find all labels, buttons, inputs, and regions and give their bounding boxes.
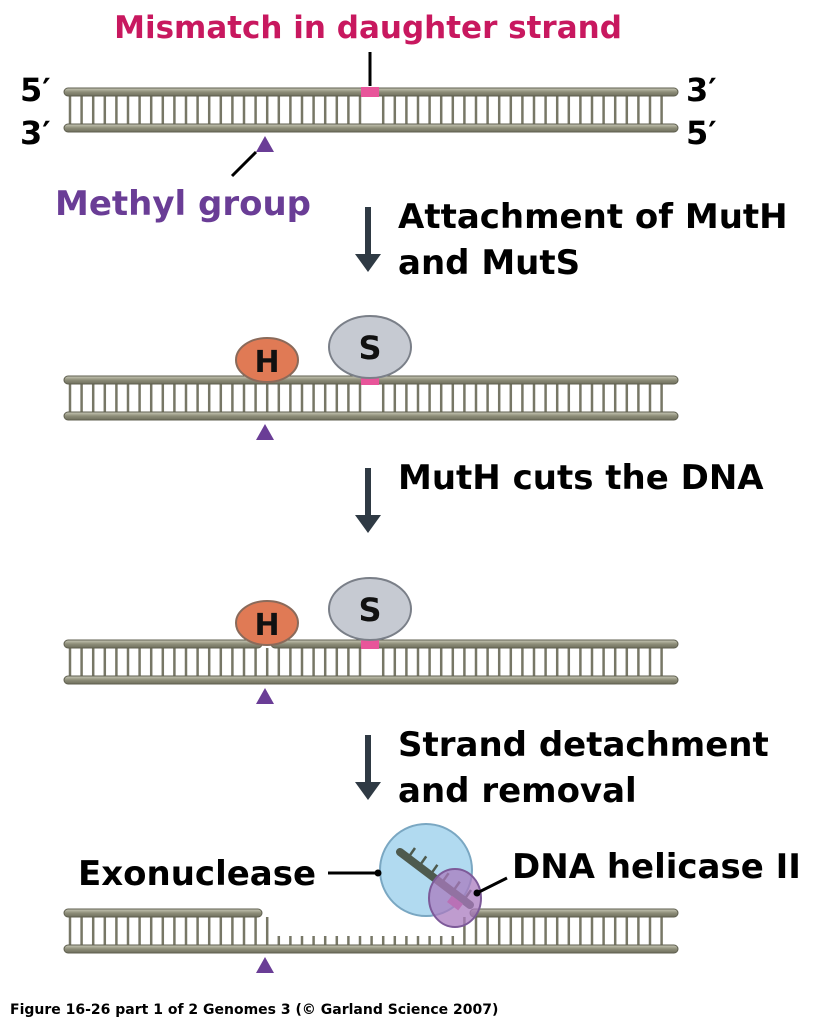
exonuclease-pointer-dot: [374, 869, 382, 877]
methyl-triangle: [256, 957, 274, 973]
dna-duplex-cut: [63, 639, 679, 704]
peeled-base: [418, 855, 428, 868]
muth-protein-cutting: H: [235, 600, 299, 646]
daughter-strand: [469, 908, 679, 918]
step-3-label-line2: and removal: [398, 771, 637, 811]
parent-strand: [63, 123, 679, 133]
daughter-strand: [63, 639, 263, 649]
mismatch-marker: [361, 639, 379, 649]
muts-protein-2: S: [328, 577, 412, 641]
helicase-protein: [428, 868, 482, 928]
mismatch-label: Mismatch in daughter strand: [114, 10, 622, 46]
helicase-pointer: [476, 876, 508, 895]
helicase-label: DNA helicase II: [512, 847, 801, 887]
peeled-base: [429, 864, 439, 876]
peeled-base: [406, 847, 417, 859]
methyl-triangle: [256, 136, 274, 152]
step-1-label-line2: and MutS: [398, 243, 580, 283]
mismatch-marker: [361, 375, 379, 385]
methyl-label: Methyl group: [55, 184, 311, 224]
parent-strand: [63, 411, 679, 421]
methyl-triangle: [256, 688, 274, 704]
exonuclease-label: Exonuclease: [78, 854, 316, 894]
methyl-triangle: [256, 424, 274, 440]
muts-protein: S: [328, 315, 412, 379]
daughter-strand: [63, 908, 263, 918]
helicase-pointer-dot: [473, 889, 481, 897]
step-2-label-line1: MutH cuts the DNA: [398, 458, 764, 498]
muth-protein: H: [235, 337, 299, 383]
end-label-bottom-right: 5′: [686, 114, 717, 152]
muts-letter-2: S: [358, 591, 381, 629]
step-arrow-3: [355, 735, 381, 800]
muth-letter: H: [254, 345, 279, 380]
muts-letter: S: [358, 329, 381, 367]
end-label-bottom-left: 3′: [20, 114, 51, 152]
dna-duplex-initial: [63, 87, 679, 152]
methyl-pointer: [230, 150, 258, 178]
muth-letter-2: H: [254, 608, 279, 643]
step-1-label-line1: Attachment of MutH: [398, 197, 788, 237]
dna-duplex-strand-removed: [63, 908, 679, 973]
step-arrow-2: [355, 468, 381, 533]
step-3-label-line1: Strand detachment: [398, 725, 769, 765]
daughter-strand: [270, 639, 679, 649]
figure-caption: Figure 16-26 part 1 of 2 Genomes 3 (© Ga…: [10, 1002, 498, 1018]
parent-strand: [63, 675, 679, 685]
mismatch-marker: [361, 87, 379, 97]
parent-strand: [63, 944, 679, 954]
step-arrow-1: [355, 207, 381, 272]
end-label-top-right: 3′: [686, 71, 717, 109]
end-label-top-left: 5′: [20, 71, 51, 109]
dna-duplex-proteins-bound: [63, 375, 679, 440]
